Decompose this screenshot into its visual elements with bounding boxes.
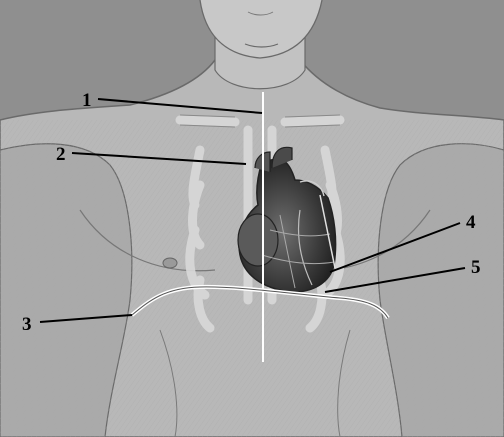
label-2: 2	[56, 144, 66, 165]
label-1: 1	[82, 90, 92, 111]
label-4: 4	[466, 212, 476, 233]
label-5: 5	[471, 257, 481, 278]
label-3: 3	[22, 314, 32, 335]
